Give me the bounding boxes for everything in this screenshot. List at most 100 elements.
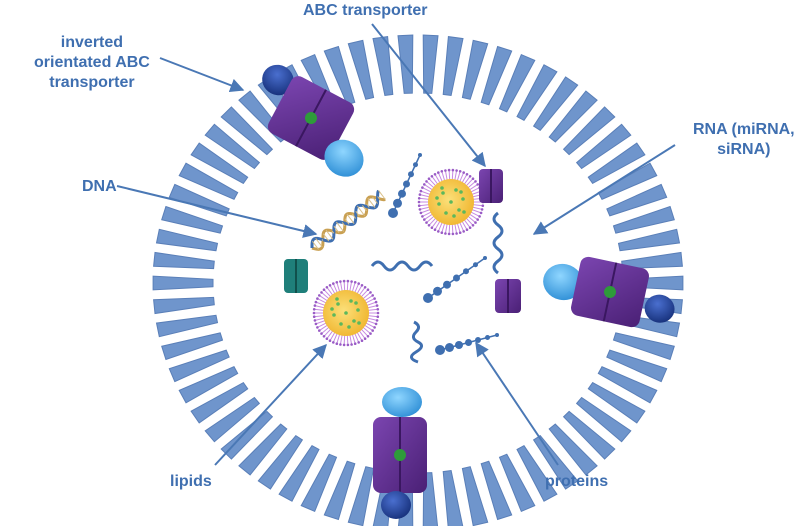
membrane-segment xyxy=(161,332,224,361)
membrane-segment xyxy=(155,314,219,338)
abc-transporter-bottom xyxy=(373,387,427,519)
protein-bead xyxy=(433,286,442,296)
lipid-head xyxy=(314,322,318,326)
membrane-segment xyxy=(161,205,224,234)
rna-strand xyxy=(492,211,504,275)
membrane-segment xyxy=(597,366,658,404)
lipid-dot xyxy=(344,311,348,315)
membrane-segment xyxy=(190,142,249,185)
dna-base-pair xyxy=(333,225,340,234)
label-abc-transporter: ABC transporter xyxy=(303,2,428,19)
membrane-segment xyxy=(204,123,261,170)
lipid-head xyxy=(476,183,479,186)
teal-transporter xyxy=(284,259,308,293)
lipid-dot xyxy=(449,200,453,204)
lipid-tail xyxy=(346,281,349,292)
lipid-tail xyxy=(456,222,461,233)
lipid-head xyxy=(335,281,339,284)
label-inverted-abc-transporter: inverted orientated ABC transporter xyxy=(34,33,150,93)
lipid-tail xyxy=(326,287,334,296)
membrane-segment xyxy=(204,396,261,443)
rna-strand xyxy=(370,260,434,272)
lipid-tail xyxy=(349,281,353,292)
lipid-dot xyxy=(444,211,448,215)
lipid-head xyxy=(437,171,440,174)
lipid-head xyxy=(471,224,475,227)
lipid-head xyxy=(376,315,380,318)
lipid-head xyxy=(318,294,321,297)
lipid-tail xyxy=(354,333,360,343)
lipid-tail xyxy=(419,197,430,200)
membrane-segment xyxy=(587,381,646,424)
label-line: transporter xyxy=(49,74,135,91)
protein-bead xyxy=(435,345,445,355)
lipid-tail xyxy=(456,171,461,182)
lipid-head xyxy=(468,226,472,229)
arrow-proteins xyxy=(475,341,559,466)
membrane-segment xyxy=(562,106,616,156)
lipid-tail xyxy=(471,209,482,214)
protein-bead xyxy=(418,153,422,157)
lipid-dot xyxy=(437,202,441,206)
protein-bead xyxy=(475,337,481,343)
label-line: orientated ABC xyxy=(34,54,150,71)
lipid-head xyxy=(423,183,426,186)
lipid-tail xyxy=(426,181,435,189)
lipid-tail xyxy=(451,223,454,234)
lipid-head xyxy=(313,304,317,307)
lipid-head xyxy=(480,208,484,211)
transporter-core xyxy=(604,286,616,298)
nucleotide-binding-domain xyxy=(324,139,364,177)
membrane-segment xyxy=(220,106,274,156)
membrane-segment xyxy=(461,466,489,526)
lipid-head xyxy=(447,232,451,236)
lipid-tail xyxy=(448,223,451,234)
lipid-tail xyxy=(332,333,338,343)
lipid-dot xyxy=(435,196,439,200)
arrow-abc-transporter xyxy=(371,23,486,168)
protein-bead xyxy=(408,171,414,178)
lipid-head xyxy=(363,286,367,289)
lipid-head xyxy=(447,168,451,172)
lipid-head xyxy=(419,189,423,193)
protein-bead xyxy=(485,335,490,340)
arrow-rna xyxy=(532,144,676,235)
protein-bead xyxy=(413,162,418,168)
label-dna: DNA xyxy=(82,178,117,195)
lipid-head xyxy=(332,341,335,344)
lipid-dot xyxy=(459,190,463,194)
lipid-head xyxy=(342,343,346,347)
lipid-head xyxy=(353,342,357,345)
lipid-tail xyxy=(422,211,432,217)
dna-base-pair xyxy=(325,229,334,240)
label-line: siRNA) xyxy=(717,141,771,158)
lipid-micelle xyxy=(417,168,485,236)
dna-base-pair xyxy=(378,190,386,200)
lipid-head xyxy=(335,342,339,345)
lipid-tail xyxy=(339,334,343,345)
abc-transporter-small xyxy=(479,169,503,203)
dna-base-pair xyxy=(377,196,380,200)
cargo-group xyxy=(284,153,521,364)
lipid-head xyxy=(346,343,350,347)
lipid-tail xyxy=(463,176,471,185)
lipid-head xyxy=(375,319,379,322)
label-proteins: proteins xyxy=(545,473,609,490)
lipid-head xyxy=(465,228,469,231)
lipid-head xyxy=(481,204,485,207)
lipid-tail xyxy=(419,206,430,210)
lipid-head xyxy=(353,281,357,284)
membrane-bilayer xyxy=(152,34,684,526)
protein-bead xyxy=(403,180,410,188)
lipid-tail xyxy=(465,178,474,187)
lipid-tail xyxy=(315,301,326,306)
lipid-tail xyxy=(367,305,378,309)
lipid-head xyxy=(458,231,462,234)
lipid-head xyxy=(430,175,434,178)
membrane-segment xyxy=(548,423,598,476)
lipid-head xyxy=(312,315,316,318)
transporter-core xyxy=(394,449,406,461)
lipid-tail xyxy=(319,294,328,302)
lipid-tail xyxy=(459,222,465,232)
membrane-segment xyxy=(153,251,215,270)
